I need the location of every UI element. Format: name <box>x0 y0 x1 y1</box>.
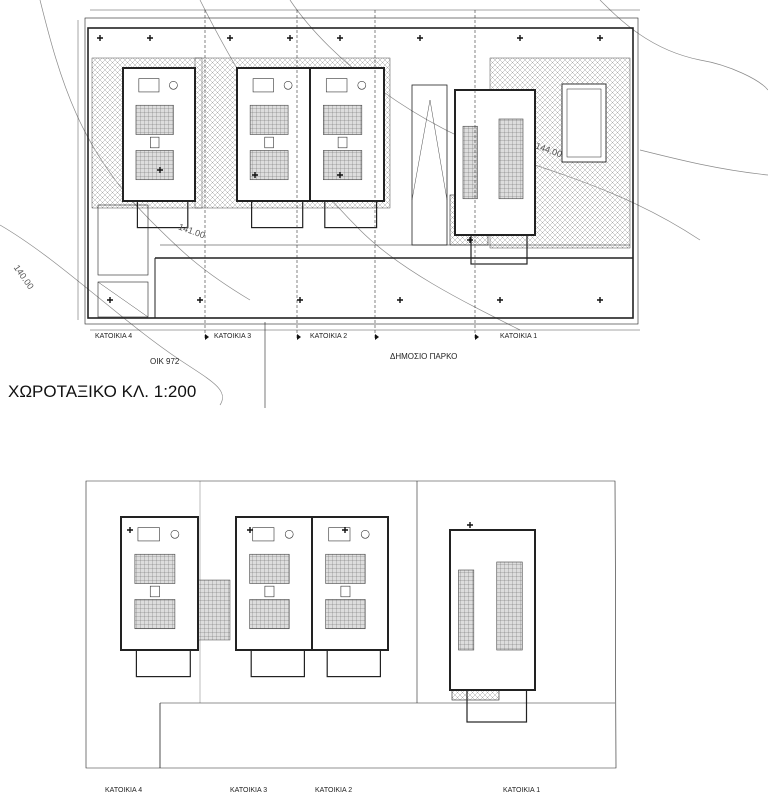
window <box>138 78 160 93</box>
window <box>328 527 351 542</box>
level-marker-icon <box>517 35 523 41</box>
unit-label-2-bottom: ΚΑΤΟΙΚΙΑ 2 <box>315 787 353 794</box>
stair-flight <box>462 125 478 200</box>
level-marker-icon <box>97 35 103 41</box>
unit-label-1-bottom: ΚΑΤΟΙΚΙΑ 1 <box>503 787 541 794</box>
stair-flight <box>325 553 366 584</box>
level-marker-icon <box>287 35 293 41</box>
section-markers <box>97 10 603 533</box>
window <box>137 527 160 542</box>
tank-icon <box>284 529 294 539</box>
porch <box>135 649 191 678</box>
level-marker-icon <box>597 297 603 303</box>
level-marker-icon <box>297 297 303 303</box>
stair-flight <box>249 104 289 135</box>
tank-icon <box>357 80 367 90</box>
level-marker-icon <box>337 172 343 178</box>
tank-icon <box>283 80 293 90</box>
stair-flight <box>135 104 174 135</box>
section-arrow-icon <box>375 334 379 340</box>
porch <box>466 689 528 723</box>
window <box>252 527 275 542</box>
level-marker-icon <box>342 527 348 533</box>
dwelling-unit <box>236 67 311 229</box>
level-marker-icon <box>227 35 233 41</box>
elevator-shaft <box>264 585 275 598</box>
unit-label-4-bottom: ΚΑΤΟΙΚΙΑ 4 <box>105 787 143 794</box>
dwelling-units <box>120 67 536 723</box>
section-arrow-icon <box>205 334 209 340</box>
stair-flight <box>134 599 176 630</box>
elevator-shaft <box>340 585 351 598</box>
section-arrow-icon <box>475 334 479 340</box>
porch <box>326 649 382 678</box>
neighbor-plot-label: ΟΙΚ 972 <box>150 357 180 366</box>
stair-flight <box>249 553 290 584</box>
elevator-shaft <box>149 585 160 598</box>
drawing-title: ΧΩΡΟΤΑΞΙΚΟ ΚΛ. 1:200 <box>8 382 197 401</box>
unit-label-2: ΚΑΤΟΙΚΙΑ 2 <box>310 333 348 340</box>
unit-label-1: ΚΑΤΟΙΚΙΑ 1 <box>500 333 538 340</box>
level-marker-icon <box>107 297 113 303</box>
stair-flight <box>249 599 290 630</box>
level-marker-icon <box>597 35 603 41</box>
dwelling-unit <box>235 516 313 678</box>
window <box>325 78 348 93</box>
level-marker-icon <box>247 527 253 533</box>
unit-label-4: ΚΑΤΟΙΚΙΑ 4 <box>95 333 133 340</box>
unit-label-3-bottom: ΚΑΤΟΙΚΙΑ 3 <box>230 787 268 794</box>
tank-icon <box>170 529 180 539</box>
tank-icon <box>360 529 370 539</box>
stair-flight <box>498 118 524 200</box>
porch <box>251 200 304 229</box>
level-marker-icon <box>197 297 203 303</box>
elevator-shaft <box>264 136 274 149</box>
elevator-shaft <box>150 136 160 149</box>
level-marker-icon <box>397 297 403 303</box>
dwelling-unit <box>454 89 536 265</box>
porch <box>136 200 189 229</box>
level-marker-icon <box>337 35 343 41</box>
dwelling-unit <box>309 67 385 229</box>
stair-flight <box>325 599 366 630</box>
level-marker-icon <box>467 237 473 243</box>
unit-label-3: ΚΑΤΟΙΚΙΑ 3 <box>214 333 252 340</box>
porch <box>250 649 305 678</box>
tank-icon <box>169 80 178 90</box>
stair-flight <box>323 104 363 135</box>
stair-flight <box>496 561 523 651</box>
dwelling-unit <box>122 67 196 229</box>
stair-flight <box>458 569 475 651</box>
dwelling-unit <box>449 529 536 723</box>
dwelling-unit <box>120 516 199 678</box>
public-park-label: ΔΗΜΟΣΙΟ ΠΑΡΚΟ <box>390 352 458 361</box>
level-marker-icon <box>252 172 258 178</box>
level-marker-icon <box>157 167 163 173</box>
level-marker-icon <box>497 297 503 303</box>
dwelling-unit <box>311 516 389 678</box>
porch <box>324 200 378 229</box>
level-marker-icon <box>417 35 423 41</box>
level-marker-icon <box>147 35 153 41</box>
section-arrow-icon <box>297 334 301 340</box>
elevator-shaft <box>337 136 348 149</box>
stair-flight <box>135 150 174 181</box>
window <box>252 78 274 93</box>
stair-flight <box>134 553 176 584</box>
level-marker-icon <box>467 522 473 528</box>
porch <box>470 234 528 265</box>
level-marker-icon <box>127 527 133 533</box>
